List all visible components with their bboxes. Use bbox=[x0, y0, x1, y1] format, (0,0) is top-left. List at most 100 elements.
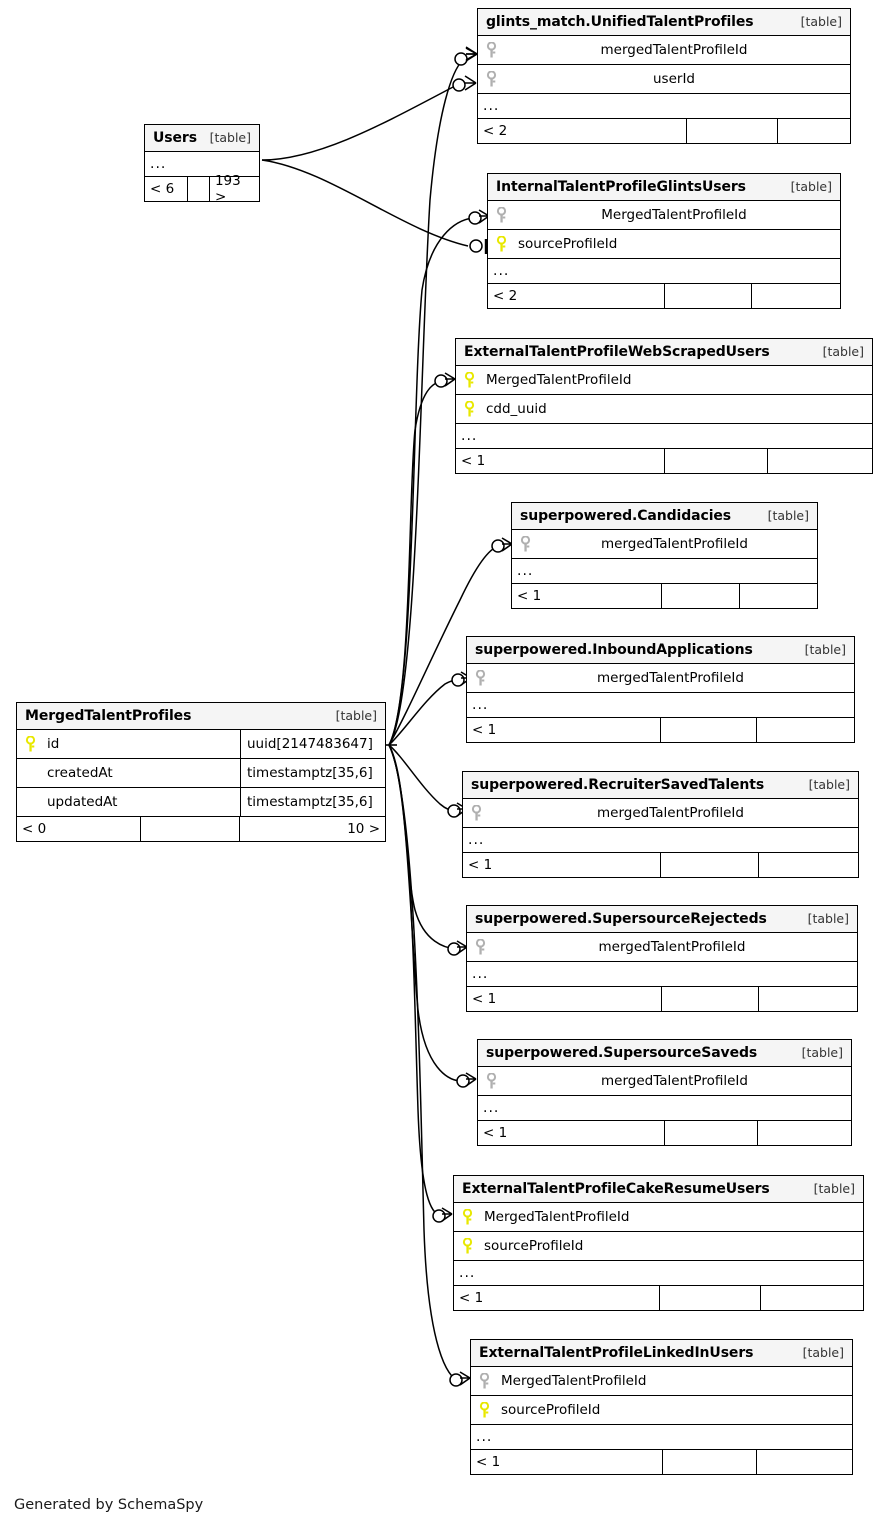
column-row[interactable]: mergedTalentProfileId bbox=[478, 1067, 851, 1096]
table-name: ExternalTalentProfileWebScrapedUsers bbox=[464, 343, 770, 360]
table-type-tag: [table] bbox=[808, 777, 850, 792]
column-row[interactable]: MergedTalentProfileId bbox=[456, 366, 872, 395]
footer-count-left: < 6 bbox=[145, 177, 189, 201]
column-row[interactable]: sourceProfileId bbox=[454, 1232, 863, 1261]
column-row[interactable]: userId bbox=[478, 65, 850, 94]
column-row[interactable]: mergedTalentProfileId bbox=[512, 530, 817, 559]
table-name: superpowered.Candidacies bbox=[520, 507, 732, 524]
primary-key-icon bbox=[462, 1208, 472, 1224]
table-inbound[interactable]: superpowered.InboundApplications [table] m… bbox=[466, 636, 855, 743]
more-columns-ellipsis: ... bbox=[478, 1096, 851, 1121]
column-type: timestamptz[35,6] bbox=[240, 759, 385, 787]
footer-count-right bbox=[752, 284, 840, 308]
column-type: uuid[2147483647] bbox=[240, 730, 385, 758]
footer-count-right bbox=[778, 119, 850, 143]
edge-merged-rejected bbox=[388, 744, 457, 950]
primary-key-icon bbox=[479, 1401, 489, 1417]
table-header-merged: MergedTalentProfiles[table] bbox=[17, 703, 385, 730]
column-key-cell bbox=[471, 1401, 497, 1419]
column-row[interactable]: mergedTalentProfileId bbox=[467, 933, 857, 962]
table-type-tag: [table] bbox=[790, 179, 832, 194]
column-name: mergedTalentProfileId bbox=[597, 670, 744, 686]
column-key-cell bbox=[478, 70, 504, 88]
column-row[interactable]: mergedTalentProfileId bbox=[478, 36, 850, 65]
more-columns-ellipsis: ... bbox=[145, 152, 259, 177]
column-row[interactable]: MergedTalentProfileId bbox=[454, 1203, 863, 1232]
column-row[interactable]: mergedTalentProfileId bbox=[463, 799, 858, 828]
column-key-cell bbox=[471, 1372, 497, 1390]
edge-users-unified bbox=[261, 85, 456, 161]
column-key-cell bbox=[467, 669, 493, 687]
footer-count-left: < 2 bbox=[478, 119, 687, 143]
index-key-icon bbox=[486, 70, 496, 86]
footer-count-left: < 1 bbox=[463, 853, 661, 877]
edge-merged-cake bbox=[388, 744, 442, 1217]
footer-count-right bbox=[757, 1450, 852, 1474]
column-name: sourceProfileId bbox=[484, 1238, 584, 1254]
table-header-external_linkedin: ExternalTalentProfileLinkedInUsers[table… bbox=[471, 1340, 852, 1367]
column-key-cell bbox=[512, 535, 538, 553]
table-external_linkedin[interactable]: ExternalTalentProfileLinkedInUsers[table… bbox=[470, 1339, 853, 1475]
footer-count-mid bbox=[687, 119, 779, 143]
table-internal_glints[interactable]: InternalTalentProfileGlintsUsers[table]M… bbox=[487, 173, 841, 309]
table-header-inbound: superpowered.InboundApplications [table] bbox=[467, 637, 854, 664]
footer-count-left: < 1 bbox=[456, 449, 665, 473]
table-external_webscraped[interactable]: ExternalTalentProfileWebScrapedUsers[tab… bbox=[455, 338, 873, 474]
table-header-ss_rejected: superpowered.SupersourceRejecteds[table] bbox=[467, 906, 857, 933]
table-header-external_webscraped: ExternalTalentProfileWebScrapedUsers[tab… bbox=[456, 339, 872, 366]
column-name: mergedTalentProfileId bbox=[598, 939, 746, 955]
column-name: mergedTalentProfileId bbox=[601, 536, 748, 552]
table-recruiter_saved[interactable]: superpowered.RecruiterSavedTalents[table… bbox=[462, 771, 859, 878]
table-merged[interactable]: MergedTalentProfiles[table] id uuid[214748… bbox=[16, 702, 386, 842]
index-key-icon bbox=[486, 1072, 496, 1088]
column-row[interactable]: MergedTalentProfileId bbox=[471, 1367, 852, 1396]
footer-count-mid bbox=[665, 284, 753, 308]
column-row[interactable]: mergedTalentProfileId bbox=[467, 664, 854, 693]
footer-count-right bbox=[759, 987, 857, 1011]
table-ss_saved[interactable]: superpowered.SupersourceSaveds[table]mer… bbox=[477, 1039, 852, 1146]
column-row[interactable]: sourceProfileId bbox=[471, 1396, 852, 1425]
table-name: superpowered.InboundApplications bbox=[475, 641, 753, 658]
footer-count-right bbox=[757, 718, 854, 742]
index-key-icon bbox=[496, 206, 506, 222]
table-name: Users bbox=[153, 129, 197, 146]
footer-count-right bbox=[761, 1286, 863, 1310]
table-footer: < 1 bbox=[471, 1450, 852, 1474]
footer-count-left: < 1 bbox=[512, 584, 662, 608]
footer-count-left: < 1 bbox=[471, 1450, 663, 1474]
column-row[interactable]: MergedTalentProfileId bbox=[488, 201, 840, 230]
footer-count-left: < 1 bbox=[467, 987, 662, 1011]
table-external_cake[interactable]: ExternalTalentProfileCakeResumeUsers[tab… bbox=[453, 1175, 864, 1311]
edge-merged-saved bbox=[388, 744, 461, 1082]
footer-count-mid bbox=[665, 1121, 759, 1145]
column-row[interactable]: id uuid[2147483647] bbox=[17, 730, 385, 759]
table-type-tag: [table] bbox=[807, 911, 849, 926]
column-row[interactable]: cdd_uuid bbox=[456, 395, 872, 424]
column-name: id bbox=[47, 736, 60, 752]
column-name: MergedTalentProfileId bbox=[486, 372, 632, 388]
table-header-internal_glints: InternalTalentProfileGlintsUsers[table] bbox=[488, 174, 840, 201]
table-header-unified: glints_match.UnifiedTalentProfiles[table… bbox=[478, 9, 850, 36]
table-type-tag: [table] bbox=[804, 642, 846, 657]
column-name: MergedTalentProfileId bbox=[484, 1209, 630, 1225]
column-name: mergedTalentProfileId bbox=[597, 805, 744, 821]
table-candidacies[interactable]: superpowered.Candidacies[table] mergedTal… bbox=[511, 502, 818, 609]
generator-credit: Generated by SchemaSpy bbox=[14, 1497, 204, 1513]
table-ss_rejected[interactable]: superpowered.SupersourceRejecteds[table]… bbox=[466, 905, 858, 1012]
table-footer: < 1 bbox=[512, 584, 817, 608]
column-key-cell bbox=[478, 41, 504, 59]
footer-count-mid bbox=[661, 718, 758, 742]
table-header-candidacies: superpowered.Candidacies[table] bbox=[512, 503, 817, 530]
column-name: sourceProfileId bbox=[501, 1402, 601, 1418]
column-row[interactable]: sourceProfileId bbox=[488, 230, 840, 259]
table-unified[interactable]: glints_match.UnifiedTalentProfiles[table… bbox=[477, 8, 851, 144]
more-columns-ellipsis: ... bbox=[463, 828, 858, 853]
table-name: MergedTalentProfiles bbox=[25, 707, 192, 724]
footer-count-left: < 1 bbox=[467, 718, 661, 742]
column-name: MergedTalentProfileId bbox=[501, 1373, 647, 1389]
table-footer: < 1 bbox=[467, 987, 857, 1011]
